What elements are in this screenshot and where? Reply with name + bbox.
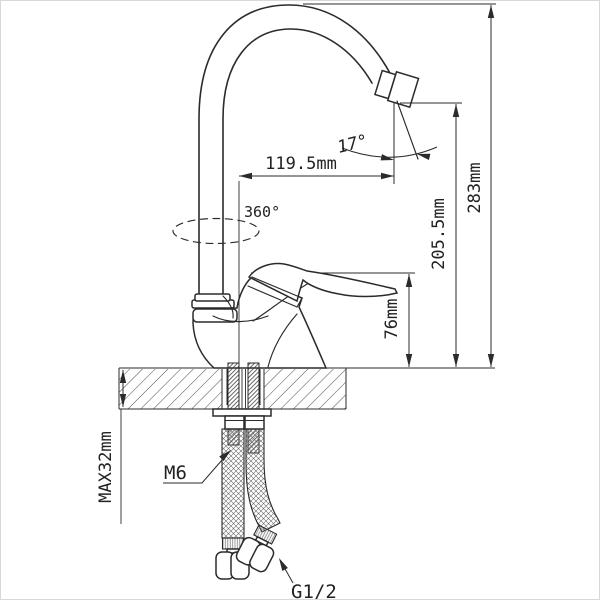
hose-thread-label: G1/2 — [291, 581, 337, 600]
cartridge-band-top — [251, 276, 303, 299]
hose-left-hex-nut — [215, 551, 250, 580]
swivel-dashed-ellipse — [172, 217, 260, 245]
base-cap — [192, 308, 238, 323]
dimension-outlet-height: 205.5mm — [429, 104, 460, 367]
dim-overall-height-label: 283mm — [465, 162, 485, 213]
hose-nut-left-top — [224, 415, 245, 430]
spout-inner-edge — [222, 28, 373, 295]
faucet-handle — [247, 262, 399, 303]
hose-left-braid — [221, 428, 245, 539]
counter-hatch-left — [119, 369, 222, 409]
body-shoulder-curve — [252, 279, 315, 322]
spout-outer-edge — [198, 4, 392, 295]
swivel-annotation: 360° — [172, 203, 280, 245]
stud-thread-label: M6 — [164, 462, 187, 484]
cartridge-band-end — [296, 297, 303, 308]
dim-body-height-label: 76mm — [382, 299, 402, 340]
counter-section — [118, 367, 495, 410]
dim-spout-reach-label: 119.5mm — [265, 154, 337, 174]
dim-outlet-angle-label: 17° — [335, 131, 370, 158]
counter-edges — [118, 368, 347, 409]
faucet-body — [191, 276, 328, 369]
dimension-body-height: 76mm — [382, 274, 413, 367]
stream-direction-line — [396, 100, 419, 160]
hose-tails — [241, 369, 246, 410]
counter-hatch-right — [264, 369, 346, 409]
stud-thread-leader — [163, 451, 230, 484]
dim-outlet-height-label: 205.5mm — [429, 198, 449, 270]
spout-gooseneck — [198, 4, 392, 295]
dim-max-thickness-label: MAX32mm — [96, 431, 116, 503]
hose-right-end — [235, 524, 278, 573]
body-inner-right-curve — [267, 313, 298, 368]
hose-right-braid — [245, 428, 281, 533]
dimension-overall-height: 283mm — [465, 5, 495, 367]
hose-nut-right-top — [244, 415, 265, 430]
dimension-max-thickness: MAX32mm — [96, 370, 127, 524]
spout-aerator — [374, 69, 420, 109]
outlet-angle-annotation: 17° — [335, 100, 438, 184]
dimension-spout-reach: 119.5mm — [238, 154, 394, 364]
hose-left — [215, 428, 250, 580]
mounting-hardware — [212, 362, 272, 454]
shank-sleeve-lines — [226, 369, 261, 405]
spout-body-junction-line — [222, 295, 234, 319]
hose-right — [235, 428, 281, 573]
hose-right-neck — [254, 535, 270, 547]
dim-swivel-angle-label: 360° — [244, 203, 280, 221]
cartridge-band-bottom — [247, 285, 298, 308]
aerator-tip — [386, 70, 420, 109]
angle-arc — [341, 146, 438, 158]
label-stud-thread: M6 — [163, 447, 234, 484]
hex-face-right — [249, 543, 275, 573]
mounting-washer-plate — [212, 408, 272, 417]
label-hose-thread: G1/2 — [276, 556, 337, 600]
pipe-flange-upper — [194, 293, 231, 302]
